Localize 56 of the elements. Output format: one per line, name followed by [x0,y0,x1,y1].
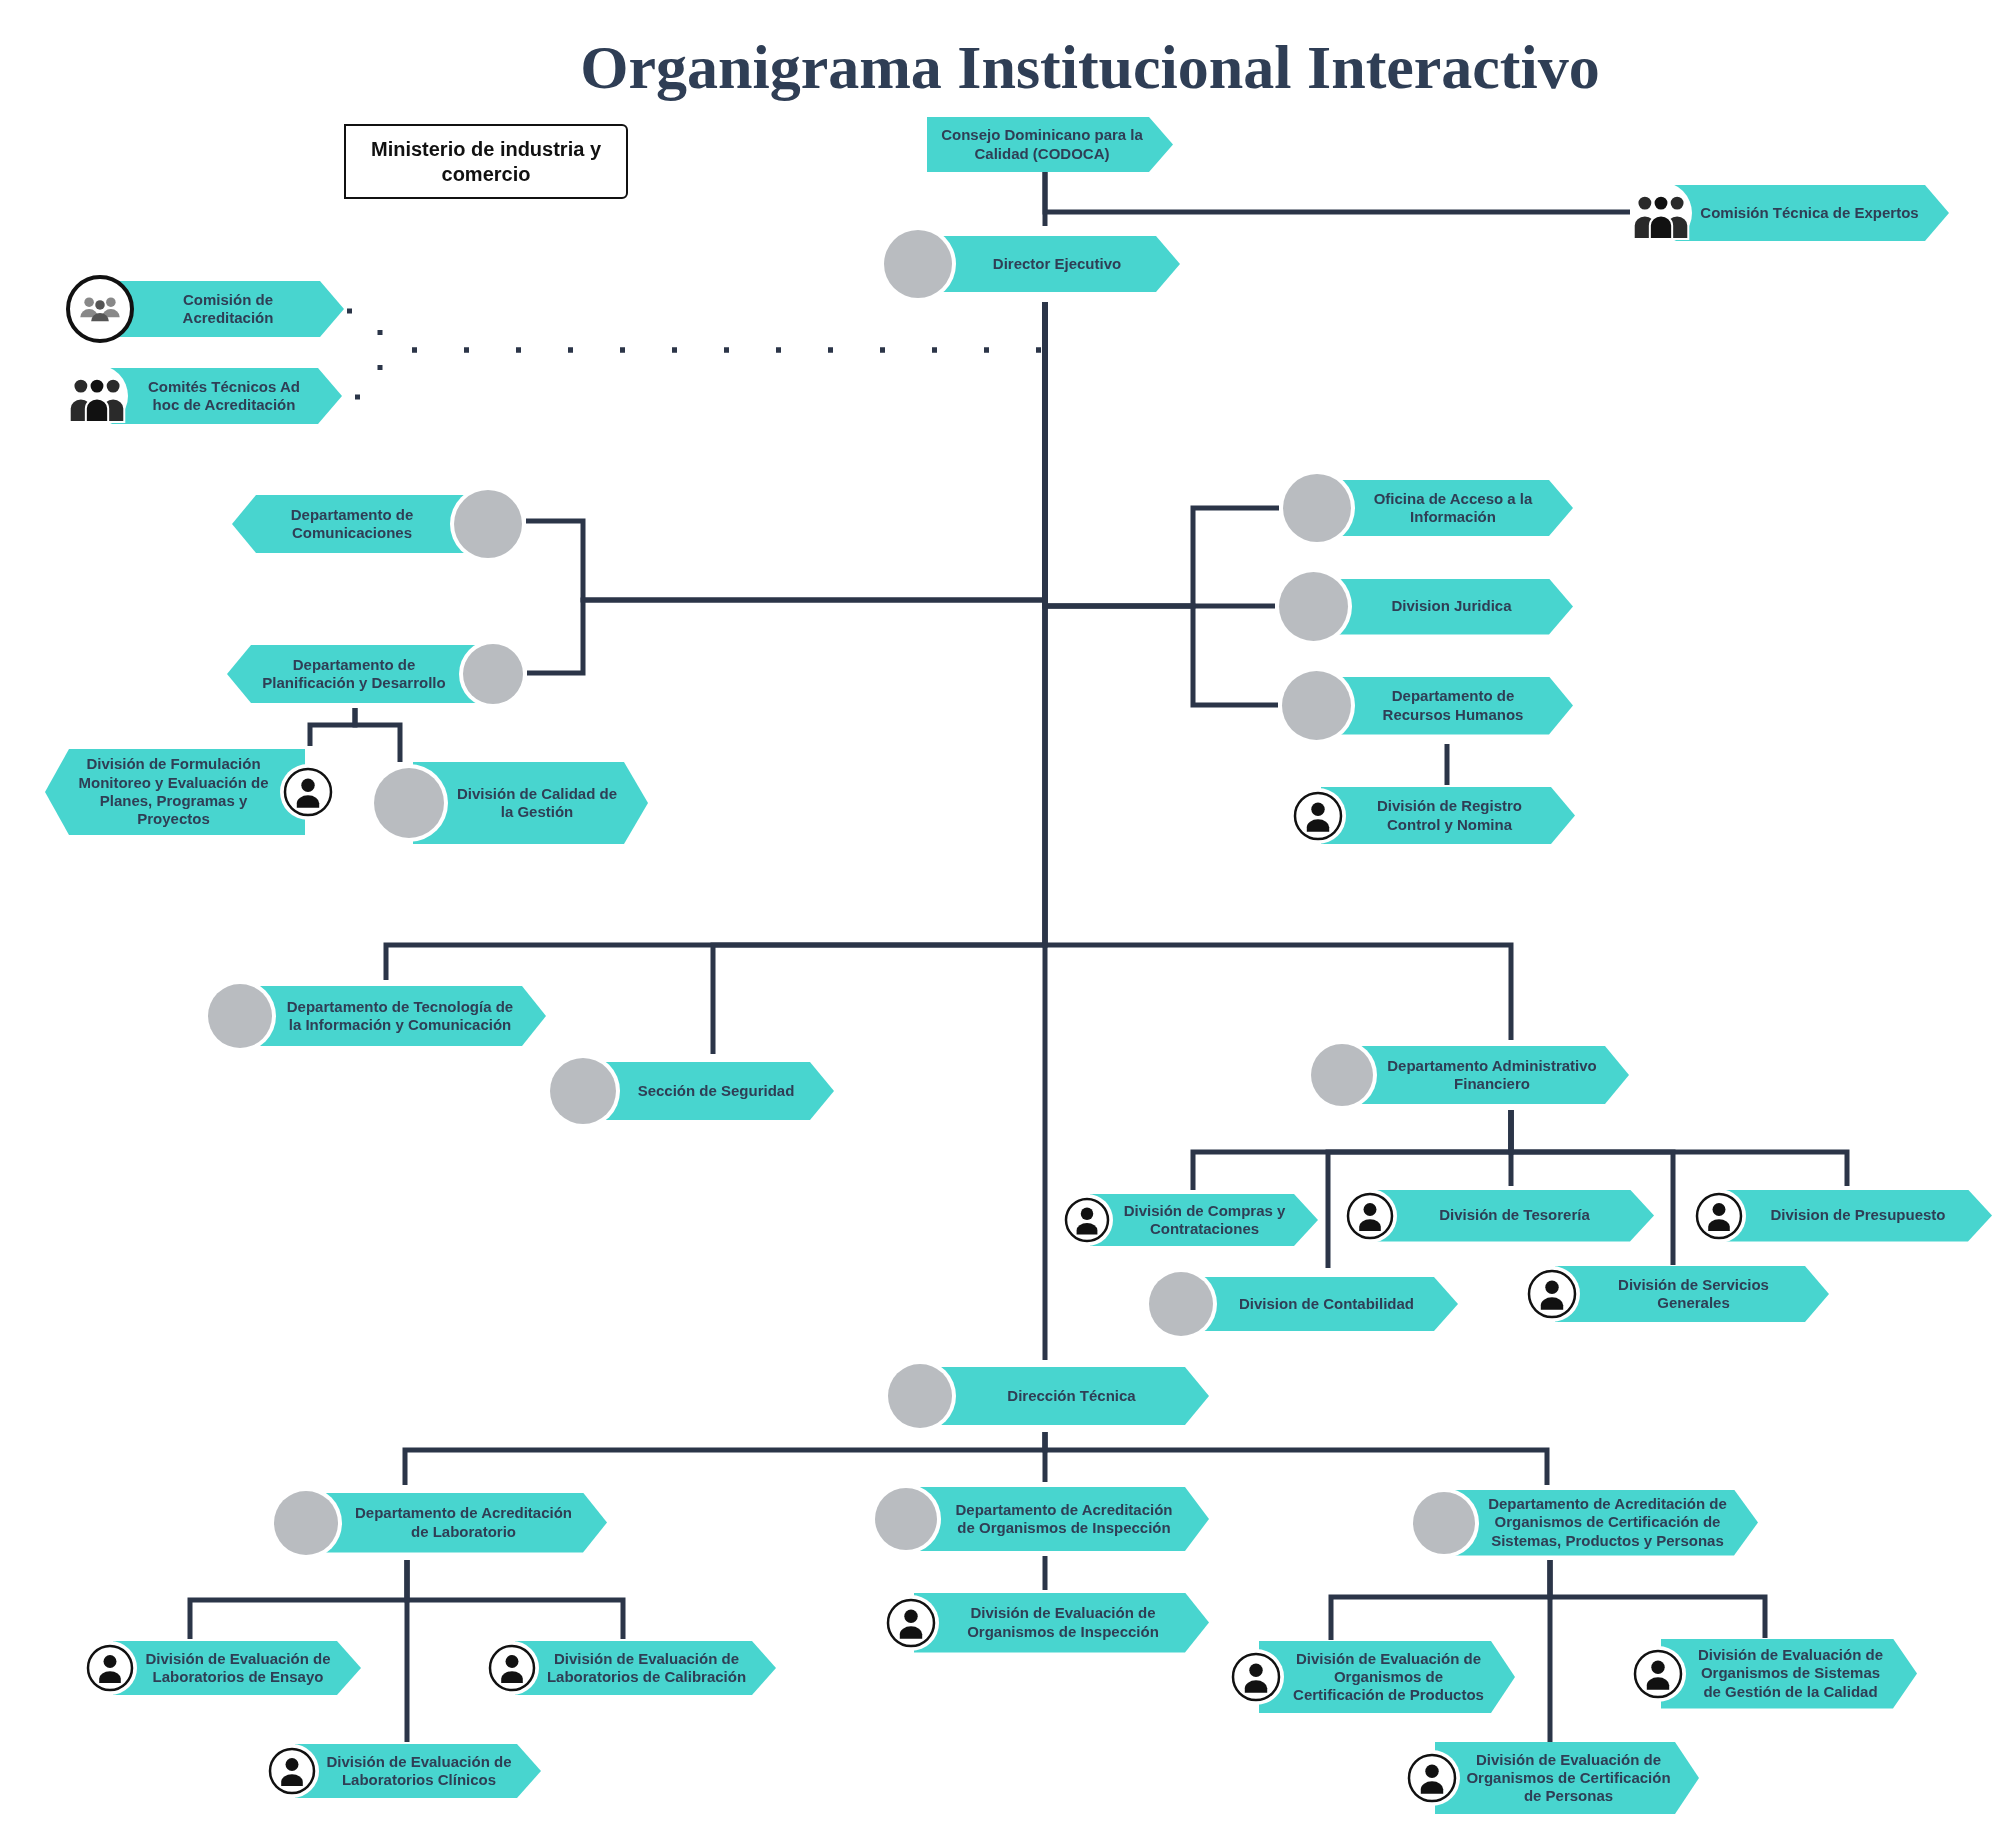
unit-name: Departamento de Comunicaciones [289,504,415,543]
connector-line [404,1560,410,1742]
unit-name: Director Ejecutivo [991,253,1123,274]
unit-name: Departamento de Planificación y Desarrollo [261,654,447,693]
unit-name: Departamento de Acreditación de Organismos de Certificación de Sistemas, Productos y Personas [1487,1494,1728,1551]
unit-banner [485,1639,776,1697]
connector-line [1042,172,1630,215]
unit-banner [1630,1638,1917,1709]
unit-banner [265,1742,541,1800]
unit-name: División de Evaluación de Organismos de Inspección [966,1603,1160,1642]
unit-name: Departamento Administrativo Financiero [1386,1055,1598,1094]
unit-banner [45,746,336,838]
connector-line [1547,1560,1553,1742]
unit-name: Consejo Dominicano para la Calidad (CODOCA) [940,125,1144,164]
unit-name: Ministerio de industria y comercio [369,137,602,187]
unit-name: División de Evaluación de Organismos de Certificación de Productos [1292,1648,1485,1706]
unit-banner [1404,1742,1699,1814]
unit-banner [927,117,1173,172]
unit-name: Division de Presupuesto [1769,1205,1947,1226]
unit-name: Division de Contabilidad [1238,1293,1415,1314]
unit-banner [66,274,344,344]
unit-name: Departamento de Tecnología de la Información y Comunicación [285,996,515,1035]
unit-banner [83,1639,361,1697]
unit-name: División de Evaluación de Laboratorios de Calibración [545,1648,748,1687]
connector-line [1444,744,1450,785]
unit-name: División de Tesorería [1438,1205,1591,1226]
unit-banner [1228,1640,1515,1714]
connector-line [352,708,403,762]
unit-name: Sección de Seguridad [636,1080,796,1101]
connector-line [1042,302,1048,1360]
unit-name: División de Formulación Monitoreo y Evaluación de Planes, Programas y Proyectos [77,754,270,830]
unit-banner [1524,1265,1829,1323]
unit-name: División de Evaluación de Laboratorios de Ensayo [144,1648,332,1687]
connector-line [1042,1556,1048,1590]
unit-name: Comisión de Acreditación [181,289,275,328]
unit-name: Comisión Técnica de Expertos [1699,202,1920,223]
unit-name: División de Evaluación de Laboratorios Clínicos [325,1751,513,1790]
unit-name: División de Servicios Generales [1617,1274,1770,1313]
unit-name: Oficina de Acceso a la Información [1372,488,1534,527]
unit-name: Departamento de Acreditación de Organismos de Inspección [954,1499,1174,1538]
unit-box [344,124,628,199]
unit-name: División de Registro Control y Nomina [1376,796,1523,835]
unit-name: División de Calidad de la Gestión [455,783,618,822]
unit-banner [883,1590,1209,1655]
unit-name: División de Compras y Contrataciones [1122,1200,1287,1239]
unit-name: Comités Técnicos Ad hoc de Acreditación [147,376,301,415]
unit-name: Departamento de Recursos Humanos [1381,686,1525,725]
unit-name: Dirección Técnica [1006,1385,1137,1406]
connector-line [1042,1432,1550,1485]
chart-title: Organigrama Institucional Interactivo [580,32,1600,103]
connector-line [1508,1110,1676,1265]
unit-banner [1290,785,1575,846]
unit-name: Departamento de Acreditación de Laboratorio [354,1503,573,1542]
unit-name: Division Juridica [1390,596,1513,617]
unit-name: División de Evaluación de Organismos de Sistemas de Gestión de la Calidad [1696,1645,1885,1702]
unit-name: División de Evaluación de Organismos de Certificación de Personas [1466,1749,1671,1807]
